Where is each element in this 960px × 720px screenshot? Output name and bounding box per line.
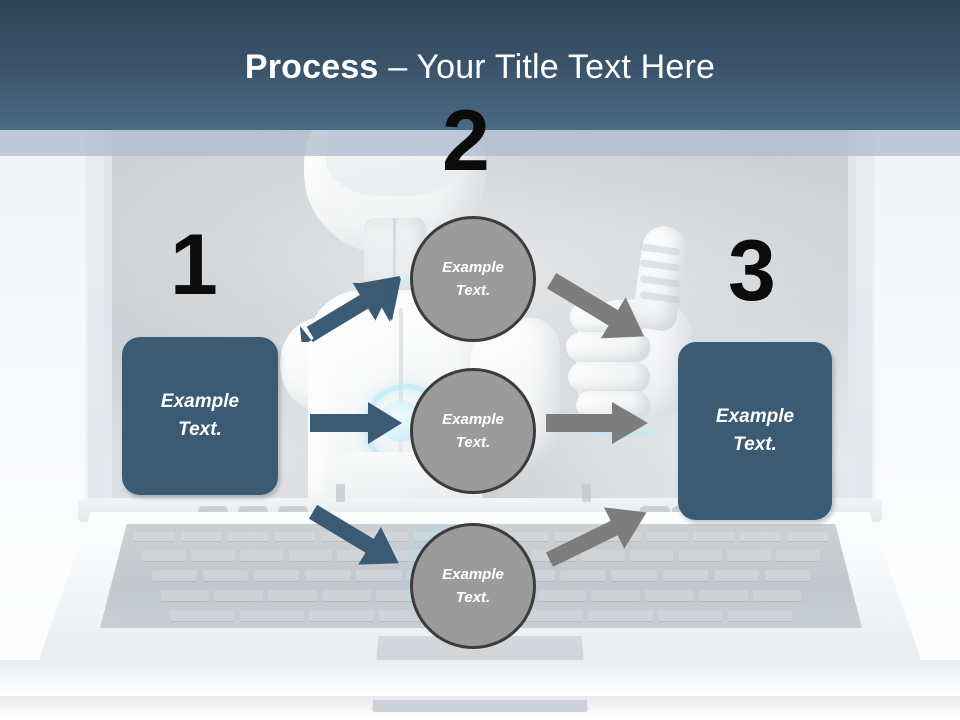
keyboard-key (160, 590, 210, 601)
keyboard-key (227, 532, 269, 541)
keyboard-key (268, 590, 317, 601)
arrow-out-top (546, 272, 645, 339)
lid-top-light-band (0, 130, 960, 156)
keyboard-key (560, 570, 607, 581)
keyboard-key (645, 590, 694, 601)
step-number-1: 1 (170, 217, 218, 313)
keyboard-key (739, 532, 782, 541)
middle-circle-2-label: Example Text. (442, 410, 504, 451)
keyboard-key (180, 532, 222, 541)
step-number-3: 3 (728, 223, 776, 319)
middle-circle-1[interactable]: Example Text. (410, 216, 536, 342)
keyboard-key (134, 532, 176, 541)
keyboard-key (191, 550, 235, 561)
keyboard-key (699, 590, 748, 601)
keyboard-key (662, 570, 709, 581)
keyboard-key (727, 610, 793, 621)
page-title-rest: – Your Title Text Here (378, 48, 716, 86)
keyboard-key (142, 550, 186, 561)
keyboard-key (304, 570, 351, 581)
keyboard-key (151, 570, 198, 581)
step-box-3-label: Example Text. (715, 406, 795, 455)
laptop-hinge-vent (278, 506, 308, 515)
keyboard-key (367, 532, 409, 541)
page-title-strong: Process (244, 48, 379, 86)
page-title: Process – Your Title Text Here (0, 48, 960, 87)
keyboard-key (273, 532, 316, 541)
keyboard-key (239, 550, 284, 561)
keyboard-key (537, 590, 586, 601)
keyboard-key (581, 550, 625, 561)
step-box-1[interactable]: Example Text. (122, 337, 278, 495)
laptop-port (336, 484, 345, 502)
keyboard-key (629, 550, 674, 561)
keyboard-key (776, 550, 820, 561)
keyboard-key (678, 550, 723, 561)
arrow-out-middle (546, 402, 648, 444)
keyboard-key (786, 532, 828, 541)
title-banner: Process – Your Title Text Here (0, 0, 960, 130)
keyboard-key (553, 532, 595, 541)
keyboard-key (752, 590, 802, 601)
keyboard-key (239, 610, 304, 621)
keyboard-key (611, 570, 658, 581)
keyboard-key (518, 610, 583, 621)
middle-circle-3-label: Example Text. (442, 565, 504, 606)
arrow-out-bottom (545, 507, 647, 567)
keyboard-key (214, 590, 263, 601)
step-number-2: 2 (442, 93, 490, 189)
laptop-hinge-vent (198, 506, 228, 515)
middle-circle-3[interactable]: Example Text. (410, 523, 536, 649)
arrow-in-middle (310, 402, 402, 444)
middle-circle-2[interactable]: Example Text. (410, 368, 536, 494)
keyboard-key (288, 550, 333, 561)
keyboard-key (713, 570, 760, 581)
keyboard-key (322, 590, 371, 601)
keyboard-key (169, 610, 235, 621)
laptop-port (582, 484, 591, 502)
laptop-base-front-edge (0, 660, 960, 700)
arrow-in-top-shape (306, 282, 394, 341)
keyboard-key (646, 532, 689, 541)
step-box-3[interactable]: Example Text. (678, 342, 832, 520)
laptop-hinge-vent (238, 506, 268, 515)
laptop-hinge-vent (640, 506, 670, 515)
keyboard-key (588, 610, 653, 621)
laptop-drop-shadow (0, 696, 960, 720)
keyboard-key (693, 532, 735, 541)
keyboard-key (727, 550, 771, 561)
keyboard-key (309, 610, 374, 621)
keyboard-key (591, 590, 640, 601)
keyboard-key (337, 550, 381, 561)
keyboard-key (506, 532, 549, 541)
arrow-in-bottom (308, 504, 399, 565)
step-box-1-label: Example Text. (160, 391, 240, 440)
keyboard-key (355, 570, 402, 581)
keyboard-key (658, 610, 723, 621)
keyboard-key (202, 570, 249, 581)
keyboard-key (764, 570, 811, 581)
keyboard-key (253, 570, 300, 581)
middle-circle-1-label: Example Text. (442, 258, 504, 299)
